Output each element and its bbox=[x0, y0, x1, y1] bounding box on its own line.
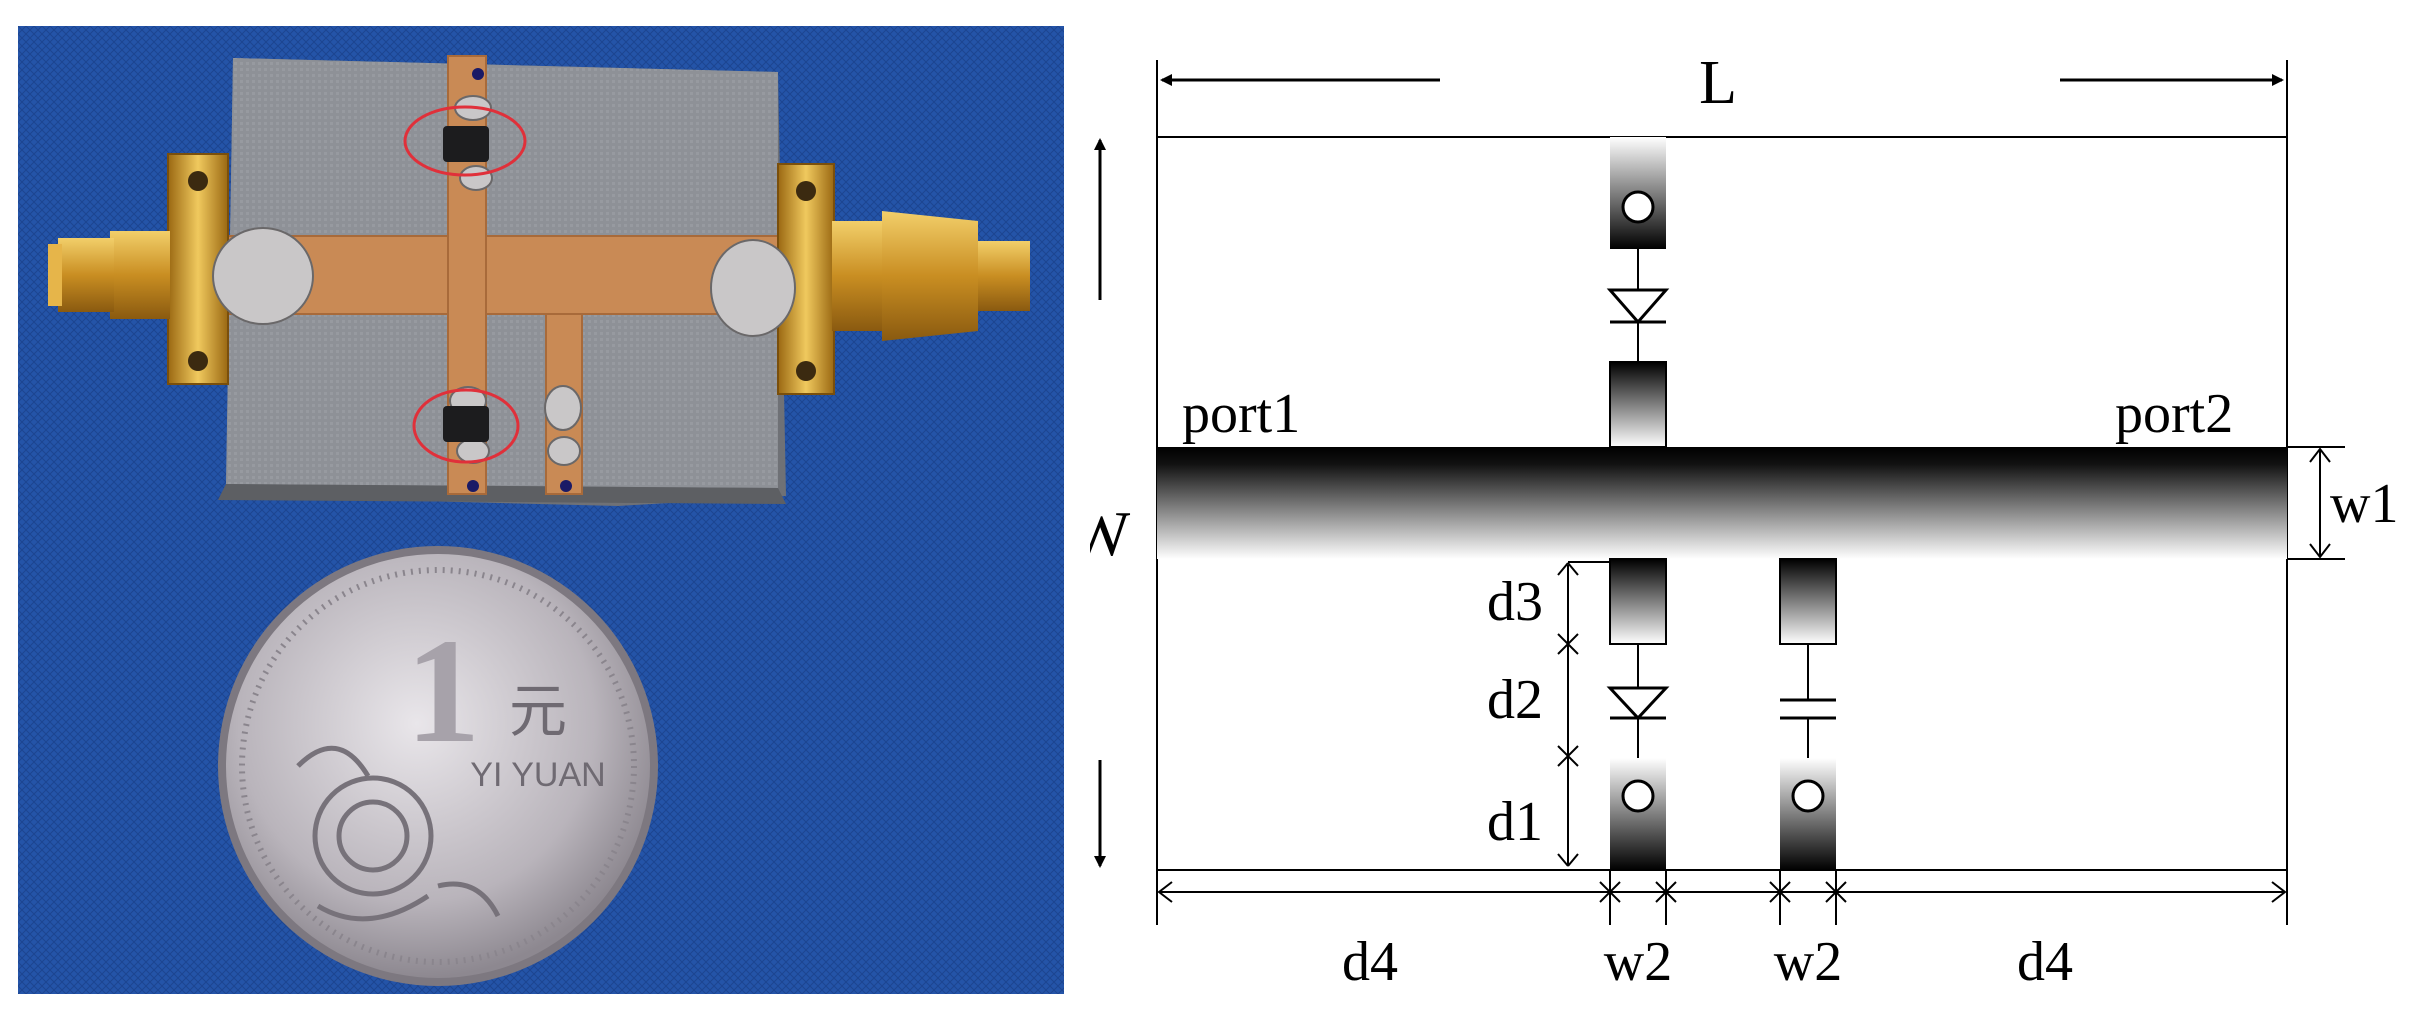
pin-diodes bbox=[443, 126, 489, 442]
upper-via-icon bbox=[1621, 190, 1655, 224]
dimension-w1 bbox=[2287, 446, 2345, 560]
label-L: L bbox=[1699, 49, 1737, 117]
lower-left-via-icon bbox=[1621, 779, 1655, 813]
sma-connector-right bbox=[777, 163, 1030, 395]
lower-right-via-icon bbox=[1791, 779, 1825, 813]
label-w2-right: w2 bbox=[1774, 931, 1842, 993]
main-transmission-line bbox=[1157, 447, 2287, 559]
dimension-W: W bbox=[1090, 138, 1131, 868]
diode-highlight-circles bbox=[403, 105, 527, 464]
label-d3: d3 bbox=[1487, 571, 1543, 633]
peony-flower-emblem bbox=[296, 745, 501, 922]
coin-legend: YI YUAN bbox=[470, 756, 605, 794]
solder-joints bbox=[212, 95, 796, 466]
coin-numeral: 1 bbox=[406, 608, 481, 774]
upper-bias-stub bbox=[1606, 137, 1670, 448]
label-d4-right: d4 bbox=[2017, 931, 2073, 993]
label-d2: d2 bbox=[1487, 669, 1543, 731]
prototype-photo: 1 元 YI YUAN bbox=[18, 26, 1064, 994]
label-w2-left: w2 bbox=[1604, 931, 1672, 993]
one-yuan-coin: 1 元 YI YUAN bbox=[218, 546, 658, 986]
dimension-L: L bbox=[1160, 49, 2284, 117]
upper-diode-icon bbox=[1606, 288, 1670, 325]
label-port2: port2 bbox=[2115, 383, 2233, 445]
lower-capacitor-stub bbox=[1779, 558, 1837, 870]
label-d4-left: d4 bbox=[1342, 931, 1398, 993]
label-port1: port1 bbox=[1182, 383, 1300, 445]
switch-layout-diagram: L W port1 port2 w1 bbox=[1090, 49, 2398, 993]
label-W: W bbox=[1090, 498, 1131, 569]
via-holes bbox=[467, 68, 572, 492]
dimension-bottom bbox=[1156, 870, 2288, 925]
label-w1: w1 bbox=[2330, 473, 2398, 535]
lower-diode-icon bbox=[1606, 686, 1670, 721]
label-d1: d1 bbox=[1487, 791, 1543, 853]
coin-character: 元 bbox=[509, 679, 567, 744]
lower-diode-stub bbox=[1606, 558, 1670, 870]
dimension-d1-d2-d3 bbox=[1557, 561, 1610, 867]
